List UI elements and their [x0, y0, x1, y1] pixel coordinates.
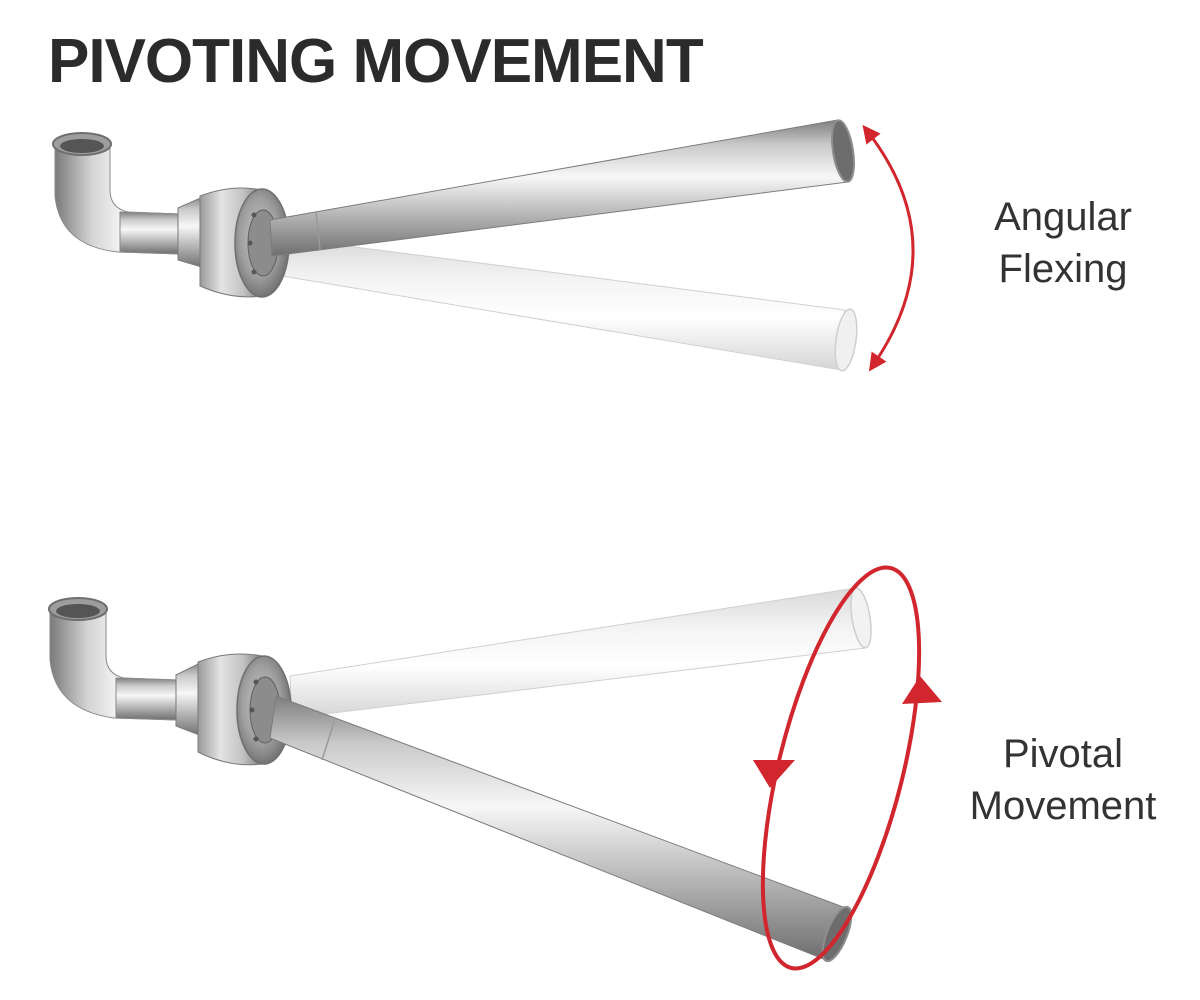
- caption-pivotal-movement: Pivotal Movement: [933, 728, 1193, 832]
- elbow-pipe: [48, 597, 179, 721]
- caption-line: Flexing: [998, 247, 1128, 291]
- caption-line: Movement: [969, 784, 1157, 828]
- angular-flex-arrow: [862, 124, 915, 372]
- swivel-joint-assembly-bottom: [48, 587, 872, 963]
- caption-angular-flexing: Angular Flexing: [933, 191, 1193, 295]
- rotation-arrowhead-up: [902, 676, 942, 704]
- swivel-joint-assembly-top: [52, 119, 858, 372]
- caption-line: Pivotal: [1002, 732, 1124, 776]
- page-title: PIVOTING MOVEMENT: [48, 27, 704, 96]
- solid-tube: [269, 119, 856, 257]
- elbow-pipe: [52, 132, 181, 255]
- ghost-tube: [281, 237, 858, 372]
- solid-tube: [269, 695, 853, 963]
- ghost-tube: [289, 587, 872, 719]
- caption-line: Angular: [994, 195, 1132, 239]
- rotation-arrowhead-down: [753, 760, 795, 788]
- pivotal-rotation-arrow: [753, 565, 942, 971]
